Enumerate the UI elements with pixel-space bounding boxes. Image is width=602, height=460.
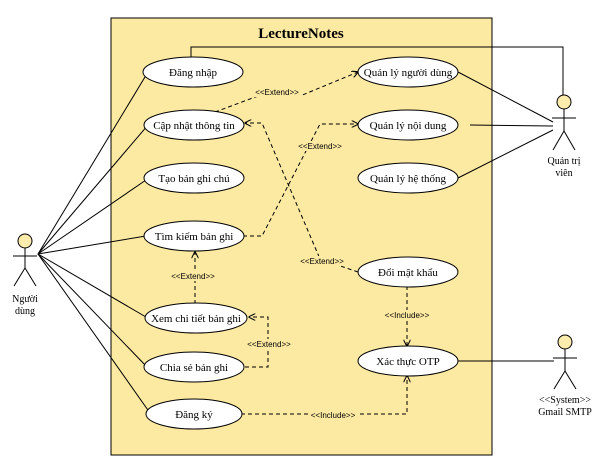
usecase-label: Xác thực OTP <box>376 356 439 368</box>
actor-gmail-smtp-label-2: Gmail SMTP <box>538 407 592 418</box>
extend-label-3: <<Extend>> <box>300 257 344 266</box>
usecase-cap-nhat-thong-tin[interactable]: Cập nhật thông tin <box>143 109 245 141</box>
actor-quan-tri-vien-label-1: Quản trị <box>547 156 580 167</box>
usecase-label: Chia sẻ bản ghi <box>160 362 228 374</box>
usecase-label: Xem chi tiết bản ghi <box>151 313 241 325</box>
system-title: LectureNotes <box>258 26 344 42</box>
extend-label-2: <<Extend>> <box>298 142 342 151</box>
actor-quan-tri-vien[interactable] <box>552 94 576 151</box>
relation-labels: <<Extend>> <<Extend>> <<Extend>> <<Exten… <box>169 87 432 420</box>
usecase-xac-thuc-otp[interactable]: Xác thực OTP <box>357 345 459 377</box>
extend-path-2 <box>243 124 358 237</box>
usecase-label: Đăng nhập <box>169 67 217 79</box>
usecase-quan-ly-he-thong[interactable]: Quản lý hệ thống <box>357 162 459 194</box>
actor-head-icon <box>557 334 573 350</box>
actor-head-icon <box>556 94 572 110</box>
usecase-label: Quản lý hệ thống <box>370 173 447 185</box>
usecase-doi-mat-khau[interactable]: Đổi mật khẩu <box>357 256 459 288</box>
usecase-label: Tạo bản ghi chú <box>158 173 230 185</box>
usecase-quan-ly-noi-dung[interactable]: Quản lý nội dung <box>357 109 459 141</box>
actor-gmail-smtp[interactable] <box>553 334 577 390</box>
include-label-1: <<Include>> <box>385 311 430 320</box>
usecase-label: Đăng ký <box>175 409 213 421</box>
actor-nguoi-dung-label-2: dùng <box>15 306 35 317</box>
usecase-tim-kiem-ban-ghi[interactable]: Tìm kiếm bản ghi <box>143 220 245 252</box>
actor-quan-tri-vien-label-2: viên <box>555 168 572 179</box>
usecase-label: Cập nhật thông tin <box>153 120 235 132</box>
actor-gmail-smtp-label-1: <<System>> <box>539 395 591 406</box>
extend-label-5: <<Extend>> <box>247 340 291 349</box>
usecase-dang-ky[interactable]: Đăng ký <box>145 398 243 430</box>
actor-nguoi-dung[interactable] <box>13 233 37 287</box>
usecase-label: Đổi mật khẩu <box>378 267 438 279</box>
include-label-2: <<Include>> <box>311 411 356 420</box>
include-path-2 <box>241 376 407 415</box>
usecase-xem-chi-tiet-ban-ghi[interactable]: Xem chi tiết bản ghi <box>144 302 248 334</box>
usecase-tao-ban-ghi-chu[interactable]: Tạo bản ghi chú <box>143 162 245 194</box>
usecase-quan-ly-nguoi-dung[interactable]: Quản lý người dùng <box>357 56 459 88</box>
usecase-label: Tìm kiếm bản ghi <box>155 231 234 243</box>
usecase-label: Quản lý nội dung <box>370 120 447 132</box>
admin-associations <box>190 46 564 179</box>
actor-nguoi-dung-label-1: Người <box>12 294 38 305</box>
extend-path-3 <box>245 123 359 273</box>
extend-label-4: <<Extend>> <box>171 272 215 281</box>
usecase-dang-nhap[interactable]: Đăng nhập <box>142 56 244 88</box>
user-associations <box>37 71 151 414</box>
extend-label-1: <<Extend>> <box>255 88 299 97</box>
usecase-label: Quản lý người dùng <box>364 67 453 79</box>
usecase-chia-se-ban-ghi[interactable]: Chia sẻ bản ghi <box>143 351 245 383</box>
actor-head-icon <box>17 233 33 249</box>
